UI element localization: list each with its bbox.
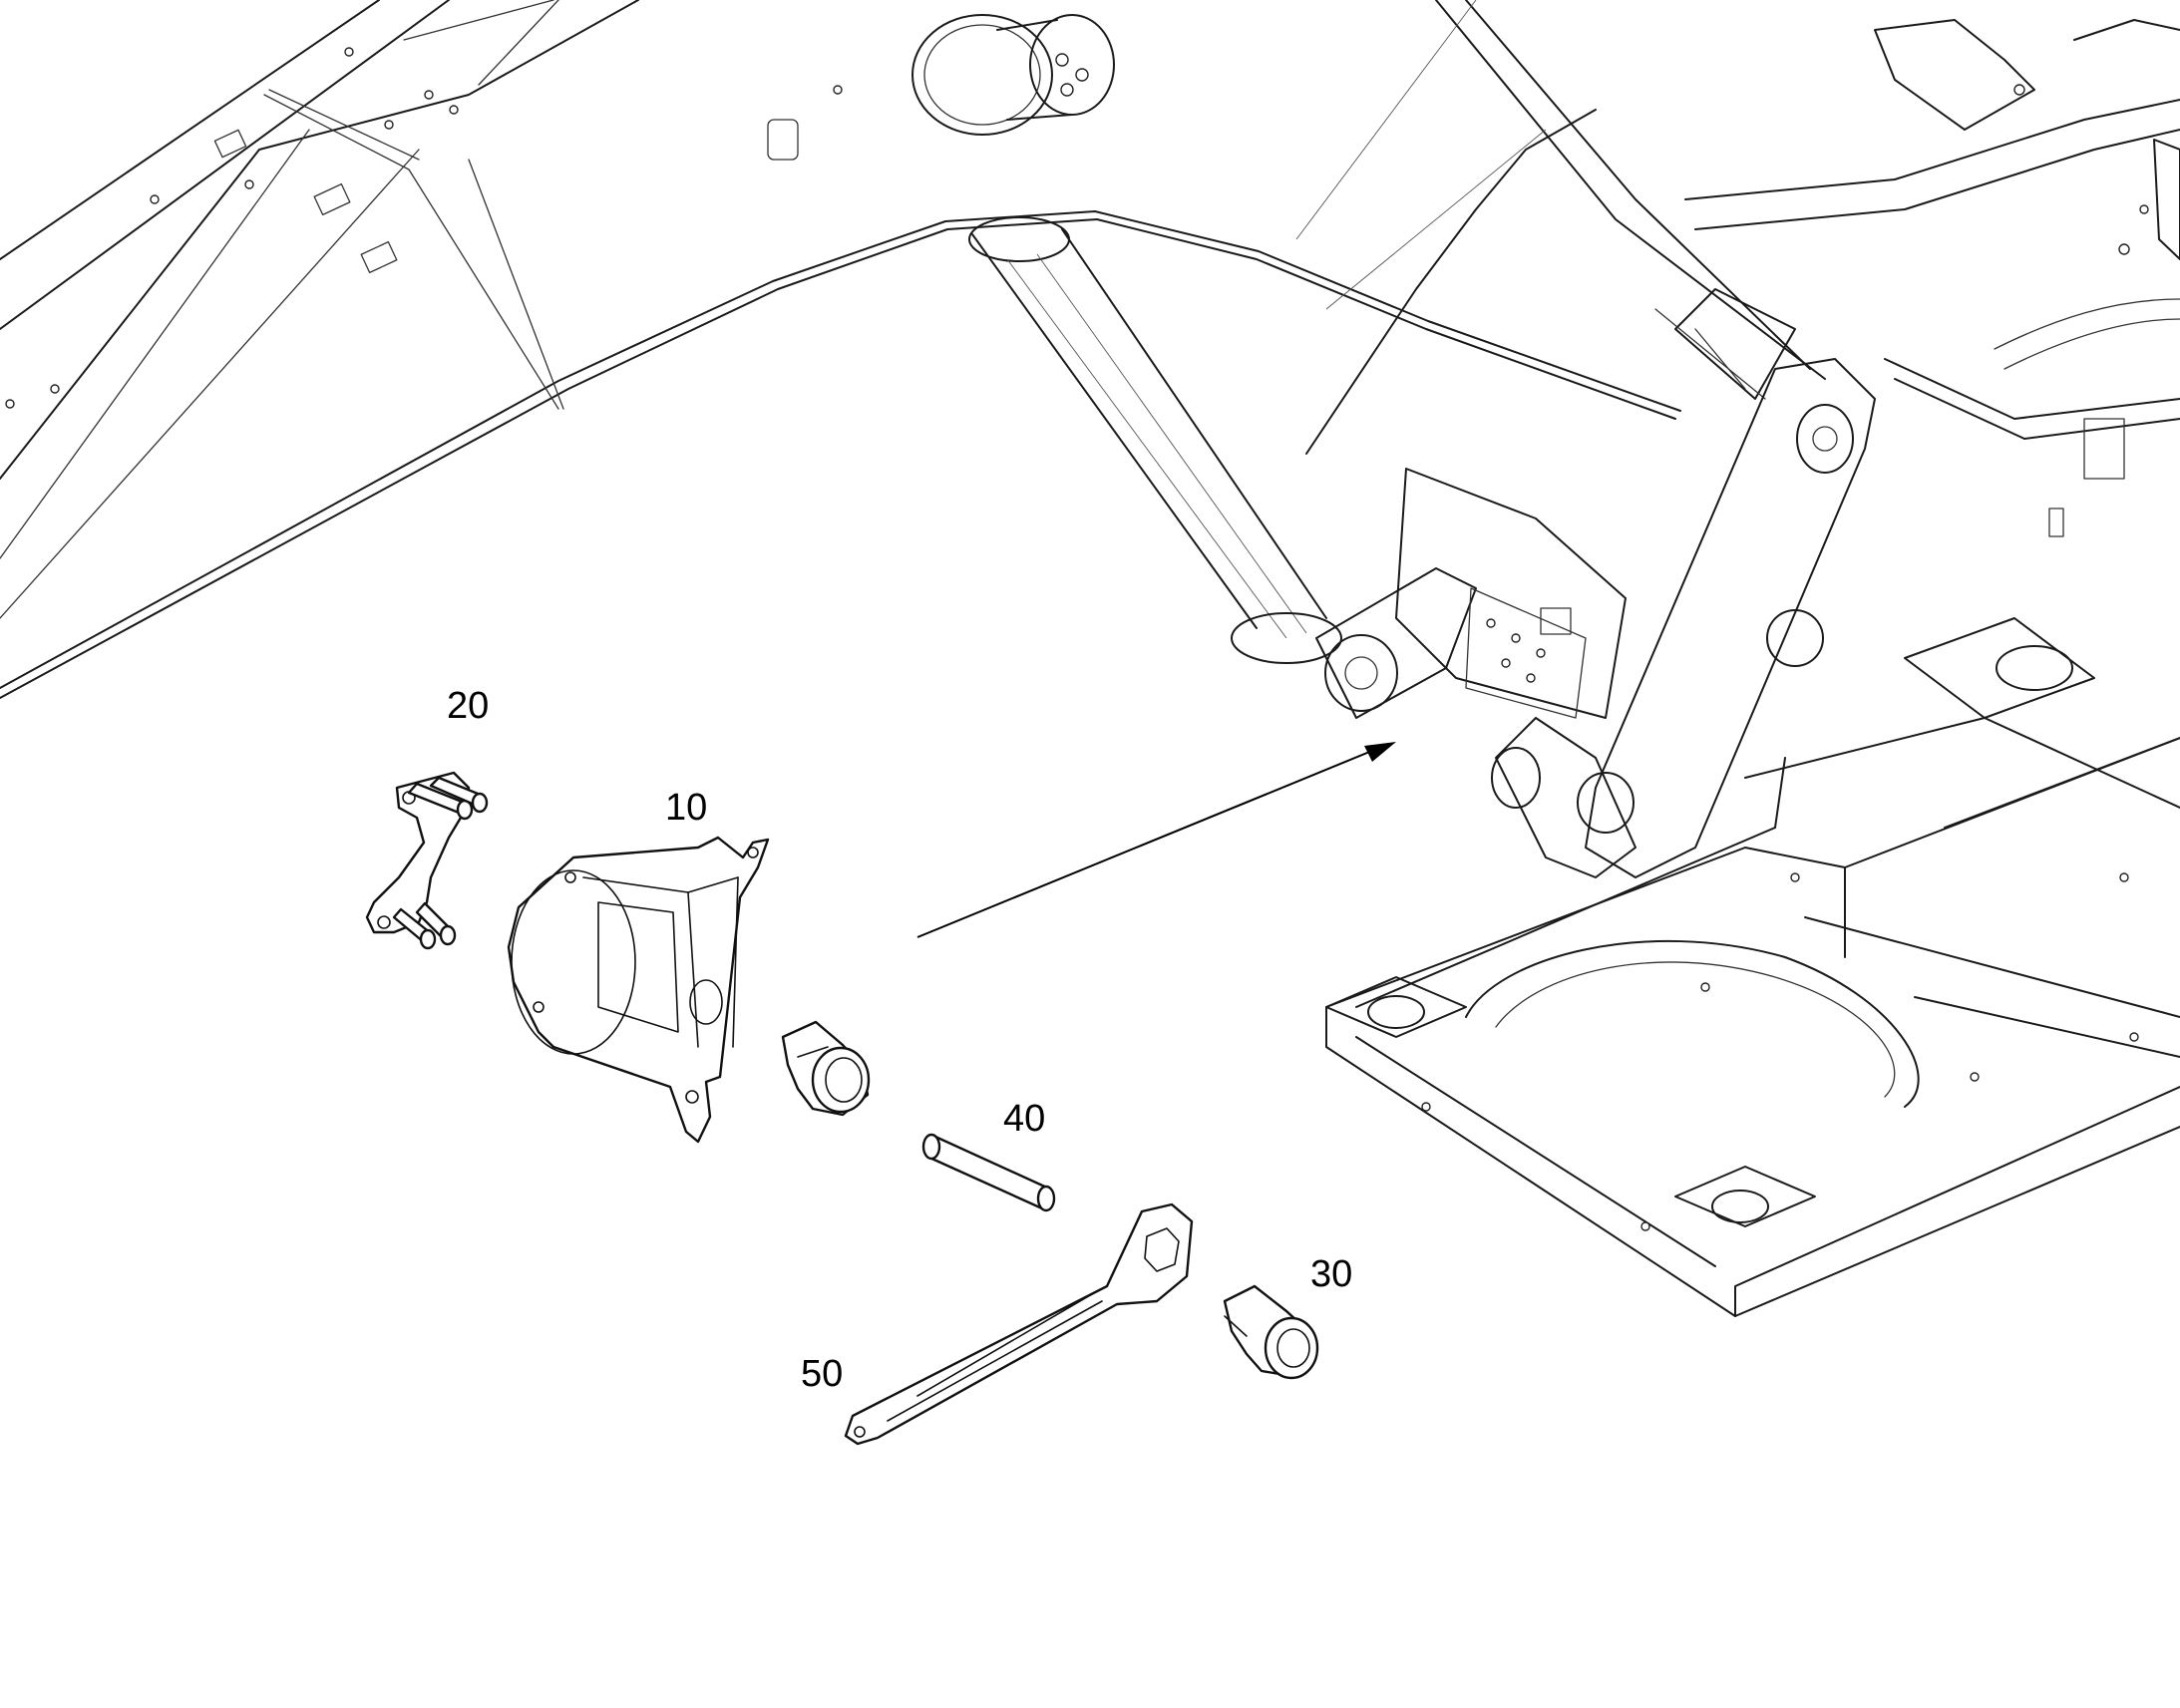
part-30-hex-bushing-upper: [781, 1020, 871, 1117]
part-40-pin: [921, 1133, 1056, 1212]
machine-background: [0, 0, 2180, 1317]
part-10-housing: [507, 836, 770, 1144]
leader-arrow: [916, 742, 1396, 938]
lift-linkage: [1315, 358, 1876, 878]
bracket-studs: [392, 776, 489, 950]
callout-20: 20: [447, 685, 489, 727]
callout-40: 40: [1003, 1098, 1045, 1140]
mast-frame: [1295, 0, 1826, 455]
part-30-hex-bushing: [1223, 1284, 1319, 1380]
control-panel: [1395, 468, 1627, 719]
callout-50: 50: [801, 1353, 843, 1395]
callout-30: 30: [1310, 1253, 1352, 1295]
part-50-wrench: [844, 1202, 1194, 1446]
callout-10: 10: [665, 787, 707, 829]
boom-arm: [0, 0, 1681, 699]
upper-right-frame: [1684, 19, 2180, 537]
chassis-frame: [1325, 617, 2180, 1317]
boom-pivot-pin: [911, 14, 1115, 136]
part-20-bracket: [365, 771, 489, 950]
callout-labels: 20 10 40 30 50: [447, 685, 1352, 1395]
hydraulic-cylinder: [968, 216, 1342, 664]
